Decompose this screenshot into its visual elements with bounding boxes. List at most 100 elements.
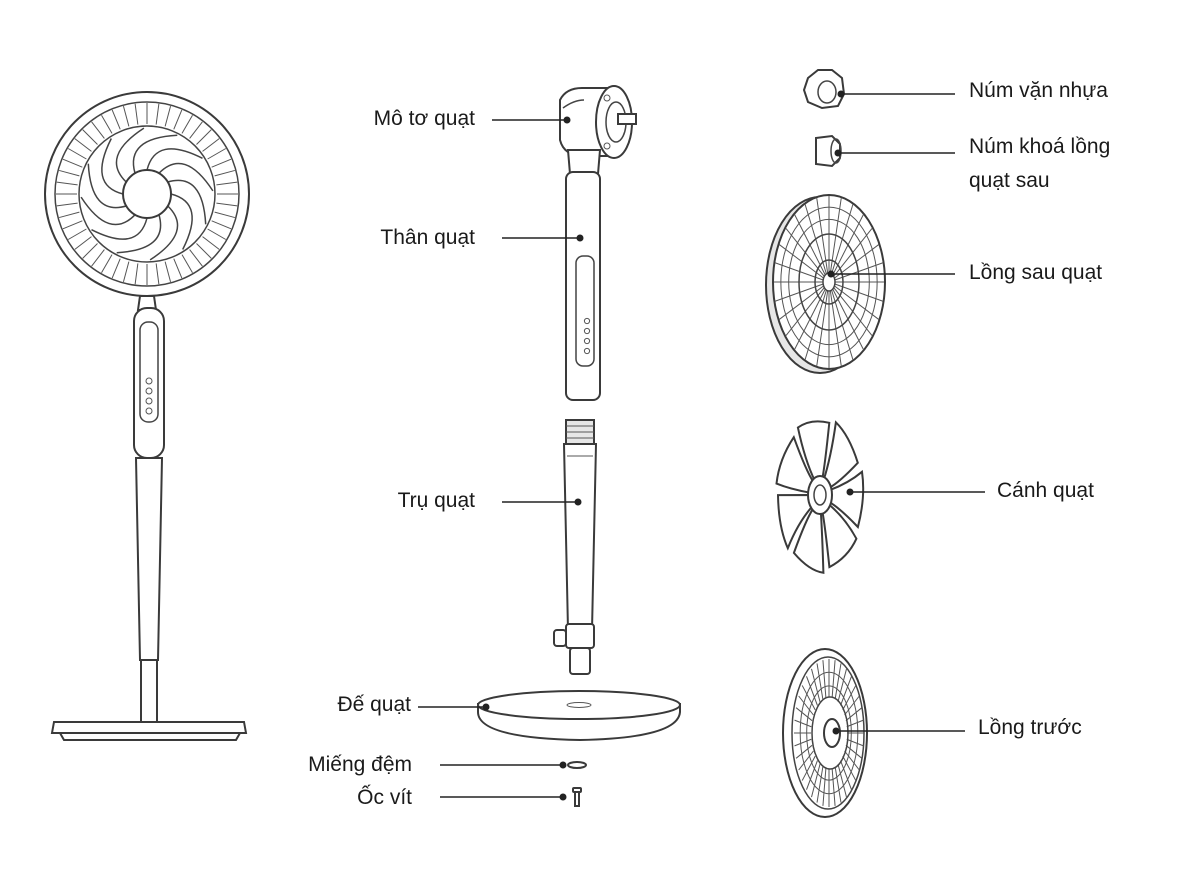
grill-spoke xyxy=(181,114,193,134)
grill-spoke xyxy=(840,760,852,790)
grill-spoke xyxy=(795,744,813,759)
grill-spoke xyxy=(134,263,139,285)
grill-spoke xyxy=(214,211,236,219)
grill-spoke xyxy=(811,668,821,702)
grill-spoke xyxy=(794,719,812,728)
grill-spoke xyxy=(82,129,98,145)
label-plastic-knob: Núm vặn nhựa xyxy=(969,79,1108,102)
grill-spoke xyxy=(816,663,824,700)
grill-spoke xyxy=(74,236,92,250)
grill-spoke xyxy=(58,169,80,177)
grill-spoke xyxy=(846,738,864,747)
label-washer: Miếng đệm xyxy=(308,753,412,776)
grill-spoke xyxy=(58,211,80,219)
label-base: Đế quạt xyxy=(337,693,411,716)
grill-spoke xyxy=(67,148,87,160)
grill-ring xyxy=(780,206,878,358)
grill-spoke xyxy=(811,764,821,798)
grill-spoke xyxy=(189,249,203,267)
label-screw: Ốc vít xyxy=(357,786,412,809)
petal-curve xyxy=(80,196,136,226)
grill-spoke xyxy=(842,685,857,711)
assembled-fan xyxy=(44,91,250,741)
grill-spoke xyxy=(806,760,818,790)
grill-ring xyxy=(806,685,852,781)
motor-part xyxy=(559,85,637,175)
grill-spoke xyxy=(795,707,813,722)
grill-spoke xyxy=(211,158,232,168)
screw-part xyxy=(572,787,582,807)
grill-spoke xyxy=(837,764,847,798)
blade-leaf xyxy=(796,420,831,483)
grill-spoke xyxy=(101,254,113,274)
label-rear-lock-knob-1: Núm khoá lồng xyxy=(969,135,1111,158)
grill-ring xyxy=(788,218,870,346)
label-body: Thân quạt xyxy=(380,226,475,249)
grill-spoke xyxy=(211,220,232,230)
rear-lock-knob-part xyxy=(815,134,842,168)
blade-part xyxy=(775,420,865,574)
grill-spoke xyxy=(101,114,113,134)
grill-spoke xyxy=(845,744,863,759)
grill-spoke xyxy=(56,181,78,186)
grill-spoke xyxy=(91,249,105,267)
rear-cage-part xyxy=(765,194,886,374)
pole-part xyxy=(553,419,598,675)
label-pole: Trụ quạt xyxy=(397,489,475,512)
leader-lines xyxy=(418,90,985,801)
petal-curve xyxy=(167,179,207,225)
grill-spoke xyxy=(111,109,121,130)
grill-spoke xyxy=(798,695,814,716)
grill-spoke xyxy=(202,138,220,152)
blade-leaf xyxy=(821,502,858,569)
grill-spoke xyxy=(181,254,193,274)
body-part xyxy=(565,171,601,401)
petal-curve xyxy=(158,162,214,192)
petal-curve xyxy=(91,217,148,240)
blade-leaf xyxy=(776,493,814,551)
petal-curve xyxy=(116,214,162,254)
grill-spoke xyxy=(816,766,824,803)
grill-spoke xyxy=(164,105,172,127)
grill-spoke xyxy=(207,148,227,160)
grill-spoke xyxy=(840,676,852,706)
label-motor: Mô tơ quạt xyxy=(373,107,475,130)
grill-spoke xyxy=(834,766,842,803)
grill-spoke xyxy=(122,105,130,127)
grill-spoke xyxy=(62,158,83,168)
grill-spoke xyxy=(837,668,847,702)
front-cage-part xyxy=(782,648,868,818)
base-part xyxy=(477,690,681,742)
grill-spoke xyxy=(67,228,87,240)
grill-spoke xyxy=(111,258,121,279)
grill-spoke xyxy=(216,202,238,207)
grill-spoke xyxy=(202,236,220,250)
grill-spoke xyxy=(74,138,92,152)
grill-spoke xyxy=(844,695,860,716)
petal-curve xyxy=(101,138,124,195)
grill-spoke xyxy=(173,109,183,130)
grill-spoke xyxy=(216,181,238,186)
grill-spoke xyxy=(842,755,857,781)
grill-spoke xyxy=(822,660,827,698)
grill-spoke xyxy=(189,121,203,139)
grill-spoke xyxy=(134,103,139,125)
grill-spoke xyxy=(845,707,863,722)
washer-part xyxy=(567,761,587,769)
grill-spoke xyxy=(834,663,842,700)
grill-spoke xyxy=(56,202,78,207)
blade-leaf xyxy=(775,434,815,494)
petal-curve xyxy=(149,205,179,261)
grill-ring xyxy=(799,671,859,795)
blade-leaf xyxy=(792,506,825,574)
label-blade: Cánh quạt xyxy=(997,479,1094,502)
grill-spoke xyxy=(155,103,160,125)
label-front-cage: Lồng trước xyxy=(978,716,1082,739)
grill-spoke xyxy=(62,220,83,230)
grill-spoke xyxy=(164,261,172,283)
grill-spoke xyxy=(214,169,236,177)
grill-spoke xyxy=(207,228,227,240)
label-rear-cage: Lồng sau quạt xyxy=(969,261,1103,284)
